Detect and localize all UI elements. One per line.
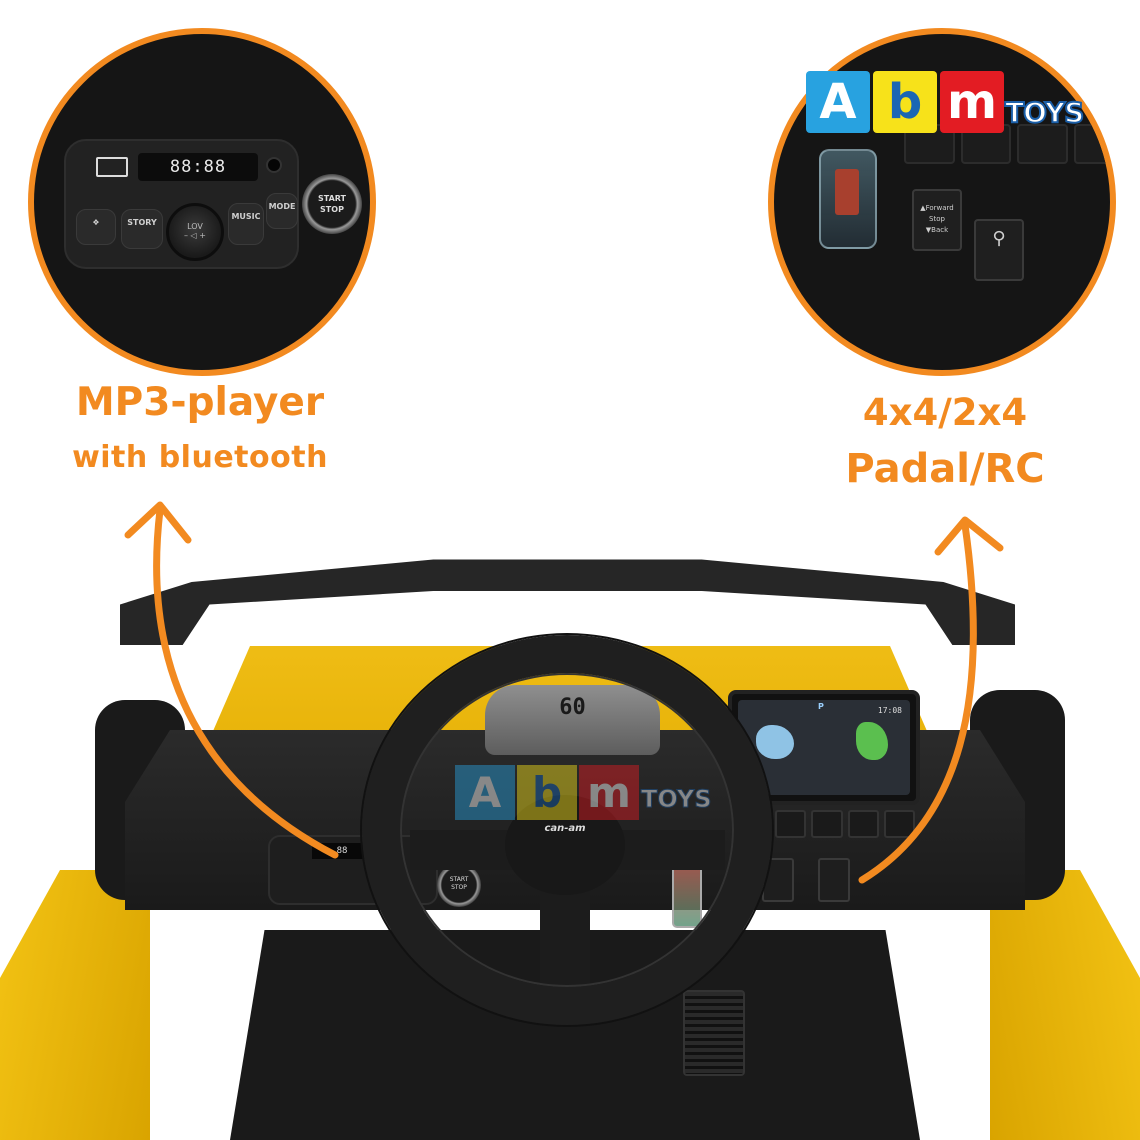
dash-button (883, 810, 915, 838)
story-button: STORY (121, 209, 163, 249)
logo-toys-text: TOYS (1004, 95, 1085, 130)
volume-knob: LOV – ◁ + (166, 203, 224, 261)
fuse-icon (835, 169, 859, 215)
audio-jack-icon (266, 157, 282, 173)
drive-mode-label-subtitle: Padal/RC (845, 446, 1045, 492)
dash-button (811, 810, 843, 838)
map-lake (756, 725, 794, 759)
abm-toys-logo: A b m TOYS (806, 70, 1085, 133)
nav-gear: P (818, 702, 824, 711)
map-park (856, 722, 888, 760)
watermark-logo: A b m TOYS (455, 765, 712, 820)
dash-button (1073, 124, 1110, 164)
nav-time: 17:08 (877, 706, 902, 715)
dash-button (847, 810, 879, 838)
logo-tile-m: m (940, 70, 1004, 133)
steering-hub: can-am (505, 795, 625, 895)
mp3-panel: 88:88 ❖ STORY LOV – ◁ + MUSIC MODE (64, 139, 299, 269)
mode-button: MODE (266, 193, 298, 229)
direction-switch: ▲Forward Stop ▼Back (912, 189, 962, 251)
mode-switch-small (818, 858, 850, 902)
music-button: MUSIC (228, 203, 264, 245)
wheel-brand-label: can-am (544, 823, 586, 834)
mode-switch-icon: ⚲ (992, 228, 1006, 249)
vehicle-body-right (990, 870, 1140, 1140)
start-stop-button: START STOP (302, 174, 362, 234)
dash-button (775, 810, 807, 838)
vehicle-body-left (0, 870, 150, 1140)
mp3-label-subtitle: with bluetooth (72, 440, 328, 475)
usb-port-icon (96, 157, 128, 177)
accelerator-pedal (683, 990, 745, 1076)
dashboard-button-row (775, 810, 915, 838)
logo-tile-a: A (806, 70, 870, 133)
fuse-cover (819, 149, 877, 249)
logo-tile-b: b (873, 70, 937, 133)
mp3-label-title: MP3-player (75, 380, 325, 425)
dash-button (1017, 124, 1068, 164)
book-icon: ❖ (76, 209, 116, 245)
mp3-display: 88:88 (138, 153, 258, 181)
drive-mode-switch: ⚲ (974, 219, 1024, 281)
drive-mode-label-title: 4x4/2x4 (862, 391, 1028, 434)
vehicle-dashboard-photo: 60 P 17:08 88 START STOP (0, 540, 1140, 1140)
roll-bar (120, 559, 1015, 645)
mp3-callout-circle: 88:88 ❖ STORY LOV – ◁ + MUSIC MODE START… (28, 28, 376, 376)
